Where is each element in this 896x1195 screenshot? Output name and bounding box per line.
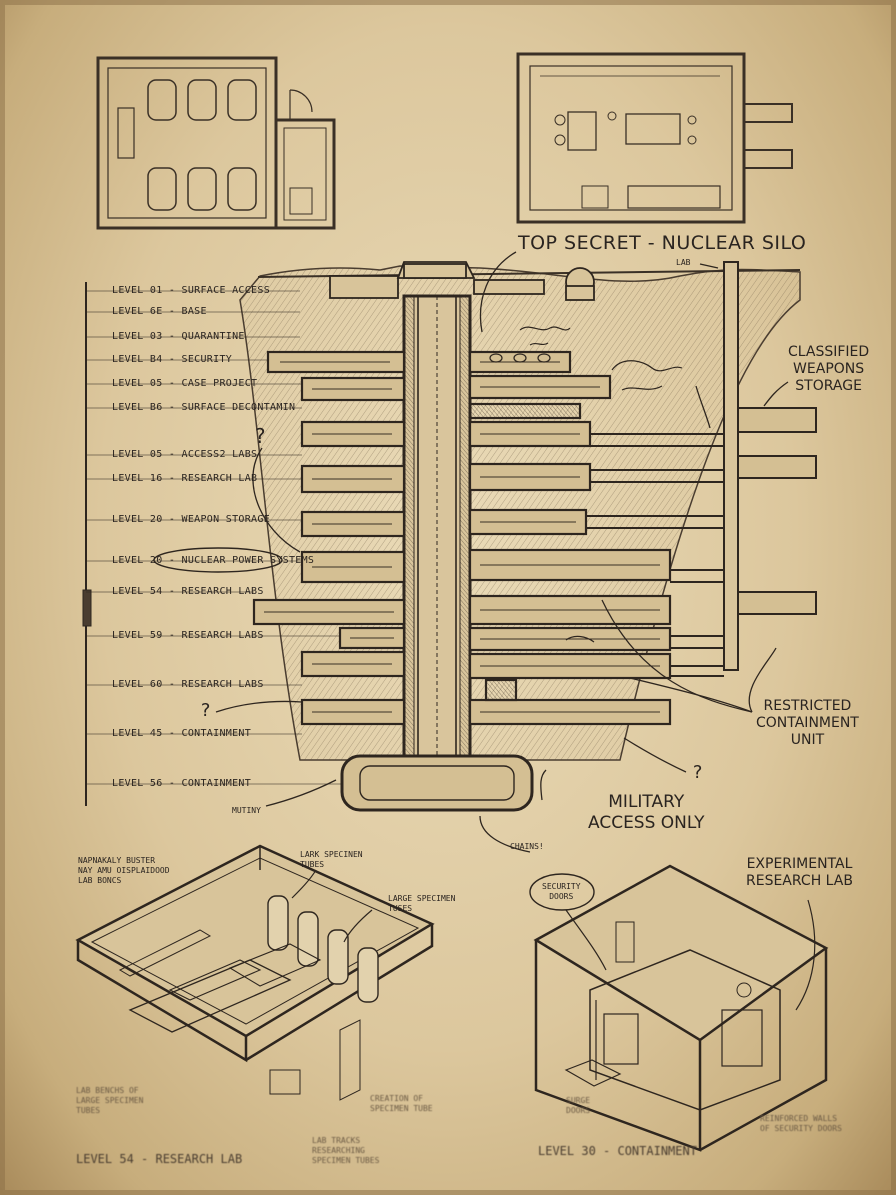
specimen-tubes-note: LARK SPECINEN TUBES <box>300 850 363 869</box>
level-label: LEVEL 05 - ACCESS2 LABS <box>112 449 258 460</box>
level-label: LEVEL 56 - CONTAINMENT <box>112 778 252 789</box>
lab-bench-note: NAPNAKALY BUSTER NAY AMU OISPLAIDOOD LAB… <box>78 856 170 885</box>
question-mark: ? <box>200 700 211 721</box>
level-label: LEVEL 03 - QUARANTINE <box>112 331 245 342</box>
lab-footnote: LAB BENCHS OF LARGE SPECIMEN TUBES <box>76 1086 144 1115</box>
level-label: LEVEL B6 - SURFACE DECONTAMIN <box>112 402 296 413</box>
bottom-chamber <box>340 754 534 812</box>
surface-structures <box>329 261 595 301</box>
level-label: LEVEL 05 - CASE PROJECT <box>112 378 258 389</box>
security-doors-note: SECURITY DOORS <box>542 882 581 901</box>
lab-footnote: LAB TRACKS RESEARCHING SPECIMEN TUBES <box>312 1136 380 1165</box>
level-label: LEVEL 60 - RESEARCH LABS <box>112 679 264 690</box>
arrows <box>215 251 789 853</box>
lab-footnote: CREATION OF SPECIMEN TUBE <box>370 1094 433 1113</box>
research-lab-caption: LEVEL 54 - RESEARCH LAB <box>76 1152 243 1166</box>
chains-note: CHAINS! <box>510 842 544 851</box>
floorplan-top-right <box>516 52 793 224</box>
floorplan-top-left <box>96 56 336 230</box>
military-access-callout: MILITARY ACCESS ONLY <box>588 792 705 833</box>
central-shaft <box>402 294 472 774</box>
security-doors-circle <box>529 873 595 911</box>
scribbles <box>489 326 683 643</box>
restricted-containment-callout: RESTRICTED CONTAINMENT UNIT <box>756 698 859 748</box>
lab-footnote: REINFORCED WALLS OF SECURITY DOORS <box>760 1114 842 1133</box>
iso-lab-right <box>533 864 829 1152</box>
bay-details <box>264 361 660 713</box>
level-label: LEVEL 16 - RESEARCH LAB <box>112 473 258 484</box>
level-label: LEVEL 54 - RESEARCH LABS <box>112 586 264 597</box>
level-label: LEVEL 59 - RESEARCH LABS <box>112 630 264 641</box>
level-label: LEVEL 01 - SURFACE ACCESS <box>112 285 271 296</box>
nuclear-power-circle <box>153 547 283 573</box>
side-tunnels <box>586 261 817 677</box>
level-ruler <box>82 282 342 806</box>
containment-caption: LEVEL 30 - CONTAINMENT <box>538 1144 697 1158</box>
experimental-lab-title: EXPERIMENTAL RESEARCH LAB <box>746 856 853 889</box>
level-label: LEVEL 20 - WEAPON STORAGE <box>112 514 271 525</box>
lab-footnote: SURGE DOORS <box>566 1096 591 1115</box>
question-mark: ? <box>254 424 267 448</box>
level-label: LEVEL 6E - BASE <box>112 306 207 317</box>
diagram-title: TOP SECRET - NUCLEAR SILO <box>518 232 807 254</box>
level-label: LEVEL 45 - CONTAINMENT <box>112 728 252 739</box>
large-specimen-note: LARGE SPECIMEN TUSES <box>388 894 456 913</box>
lab-label: LAB <box>676 258 691 267</box>
mutiny-note: MUTINY <box>232 806 261 815</box>
level-label: LEVEL 20 - NUCLEAR POWER SYSTEMS <box>112 555 315 566</box>
iso-lab-left <box>75 844 435 1101</box>
classified-weapons-callout: CLASSIFIED WEAPONS STORAGE <box>788 344 870 394</box>
question-mark: ? <box>692 762 703 783</box>
level-label: LEVEL B4 - SECURITY <box>112 354 233 365</box>
